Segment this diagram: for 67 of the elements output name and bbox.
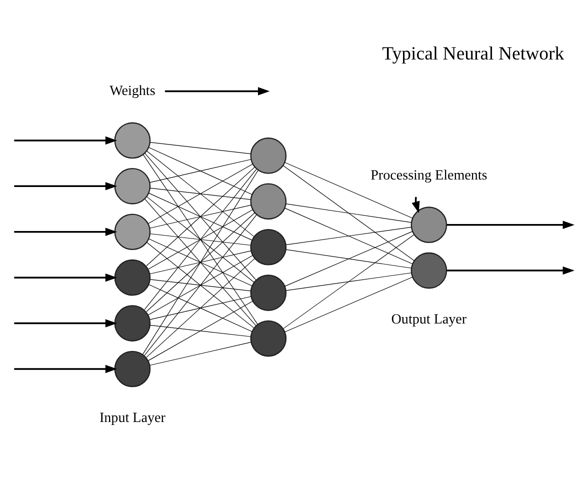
node-text: Weights <box>110 82 156 99</box>
arrow <box>14 319 118 328</box>
arrow <box>164 87 270 96</box>
connector <box>144 168 257 310</box>
connector <box>148 238 252 286</box>
node-circle <box>114 305 151 342</box>
connector <box>148 164 254 224</box>
connector <box>146 166 255 266</box>
connector <box>286 204 412 223</box>
connector <box>148 209 254 270</box>
diagram-title: Typical Neural Network <box>382 43 564 64</box>
node-circle <box>410 206 448 244</box>
connector <box>150 296 252 320</box>
connector <box>150 324 251 337</box>
node-circle <box>250 320 287 357</box>
connector <box>144 153 256 280</box>
arrow <box>14 364 118 374</box>
node-circle <box>114 350 151 388</box>
arrow <box>446 220 575 229</box>
node-text: Processing Elements <box>370 167 488 184</box>
connector <box>146 150 254 237</box>
label: Input Layer <box>99 410 166 426</box>
connector <box>144 198 256 326</box>
connector <box>148 255 254 316</box>
node-circle <box>250 183 287 220</box>
connector <box>284 208 413 264</box>
connector <box>146 258 255 358</box>
connector <box>150 142 251 154</box>
node-circle <box>250 274 287 311</box>
label: Output Layer <box>391 311 467 328</box>
node-circle <box>114 168 151 204</box>
arrow <box>14 136 118 145</box>
connector <box>148 300 254 361</box>
arrow <box>14 182 118 190</box>
node-circle <box>114 122 151 159</box>
connector <box>144 214 257 356</box>
connector <box>146 212 255 312</box>
connector <box>142 154 258 325</box>
connector <box>150 204 252 228</box>
connector <box>142 170 258 355</box>
node-circle <box>114 259 151 296</box>
connector <box>286 272 412 291</box>
connector <box>286 249 412 268</box>
connector <box>148 147 252 195</box>
connector <box>148 284 252 332</box>
connector <box>150 159 252 183</box>
connector <box>150 342 252 366</box>
arrow <box>14 228 118 236</box>
arrow <box>446 266 575 275</box>
arrow <box>14 273 118 282</box>
connector <box>283 234 414 329</box>
connector <box>150 188 251 200</box>
connector <box>284 231 413 287</box>
connector <box>150 250 252 274</box>
node-circle <box>114 214 151 250</box>
connector <box>146 196 254 283</box>
connector <box>148 192 252 240</box>
node-circle <box>250 228 287 266</box>
connector <box>286 226 412 246</box>
connector <box>150 279 251 292</box>
connector <box>146 242 254 328</box>
connector <box>284 276 413 332</box>
connector <box>284 162 413 218</box>
node-circle <box>250 138 287 174</box>
connector <box>282 165 415 262</box>
node-circle <box>410 252 448 289</box>
connector <box>150 233 251 246</box>
